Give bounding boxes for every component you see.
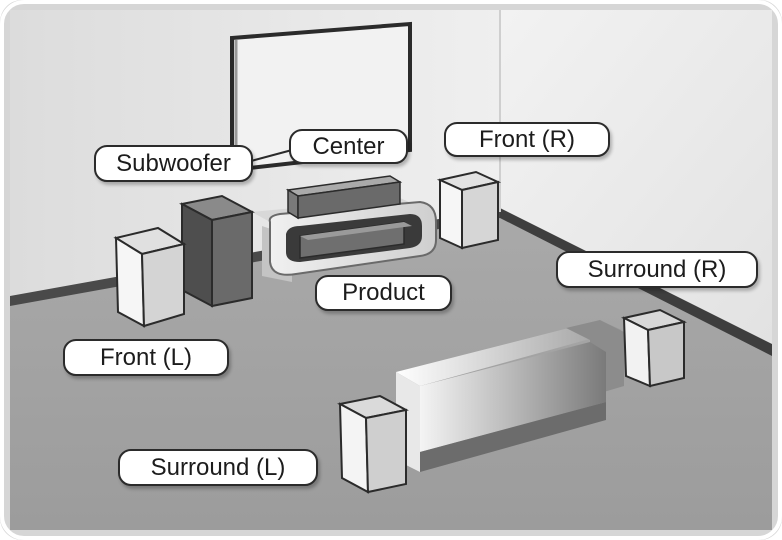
surround-left-label: Surround (L) bbox=[118, 449, 318, 486]
front-right-label: Front (R) bbox=[444, 122, 610, 157]
subwoofer-front bbox=[181, 202, 213, 308]
front-left-speaker-side bbox=[140, 242, 185, 328]
surround-left-speaker-side bbox=[364, 408, 407, 494]
surround-right-speaker-side bbox=[646, 320, 685, 388]
front-right-speaker-side bbox=[461, 180, 499, 250]
product-soundbar-top bbox=[300, 222, 412, 240]
subwoofer-leader-line bbox=[250, 149, 293, 162]
product-label: Product bbox=[315, 275, 452, 311]
front-left-label: Front (L) bbox=[63, 339, 229, 376]
sofa-base bbox=[420, 402, 606, 472]
surround-left-speaker-front bbox=[338, 402, 370, 494]
sofa-seat bbox=[420, 342, 606, 452]
front-right-speaker-front bbox=[439, 178, 463, 250]
sofa-back-top bbox=[396, 320, 622, 386]
center-speaker-side bbox=[297, 181, 401, 219]
center-label: Center bbox=[289, 129, 408, 164]
subwoofer-side bbox=[211, 210, 253, 308]
surround-right-speaker-front bbox=[622, 316, 652, 388]
subwoofer-label: Subwoofer bbox=[94, 145, 253, 182]
surround-right-label: Surround (R) bbox=[556, 251, 758, 288]
